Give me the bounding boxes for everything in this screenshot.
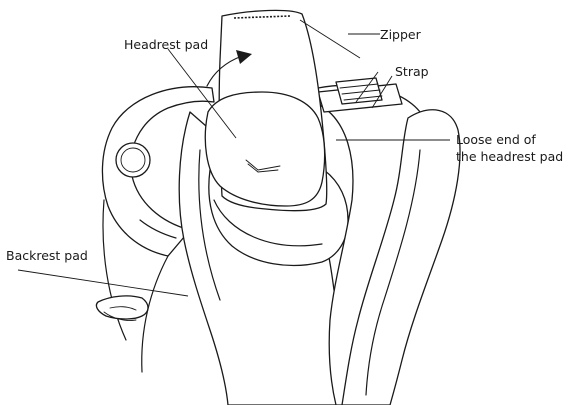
label-zipper: Zipper — [380, 26, 421, 43]
label-loose-end-line2: the headrest pad — [456, 148, 563, 165]
label-backrest-pad: Backrest pad — [6, 247, 88, 264]
hand — [96, 296, 148, 321]
headrest-pad — [205, 10, 326, 210]
side-roller-knob — [116, 143, 150, 177]
label-loose-end-line1: Loose end of — [456, 131, 536, 148]
label-strap: Strap — [395, 63, 429, 80]
label-headrest-pad: Headrest pad — [124, 36, 208, 53]
leader-backrest-pad — [18, 270, 188, 296]
